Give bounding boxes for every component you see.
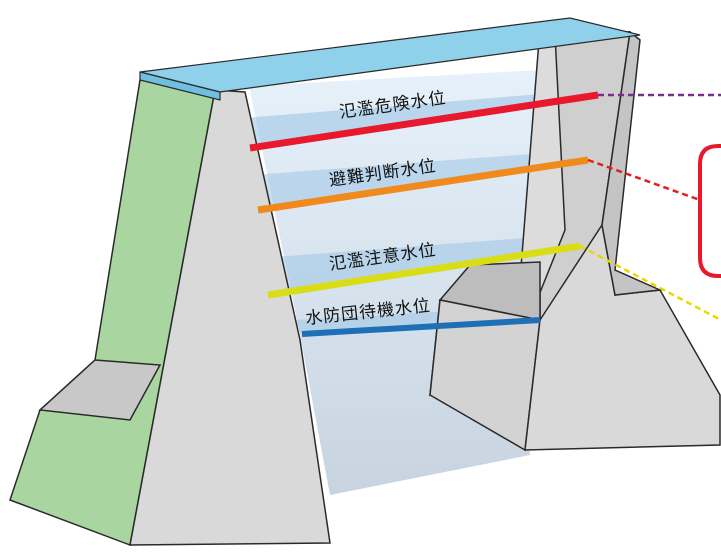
left-embankment-face: [129, 89, 331, 546]
callout-bracket-icon: [698, 144, 721, 278]
level-line-flood-danger: [249, 91, 599, 152]
left-base-top: [38, 359, 162, 421]
level-line-evacuation: [257, 156, 589, 214]
leader-line-flood-caution: [579, 244, 721, 322]
band-flood-caution: [262, 234, 580, 295]
level-line-flood-caution: [267, 242, 581, 299]
water-surface-front: [139, 71, 221, 101]
level-line-standby: [301, 317, 541, 337]
right-outer-block: [524, 223, 721, 451]
